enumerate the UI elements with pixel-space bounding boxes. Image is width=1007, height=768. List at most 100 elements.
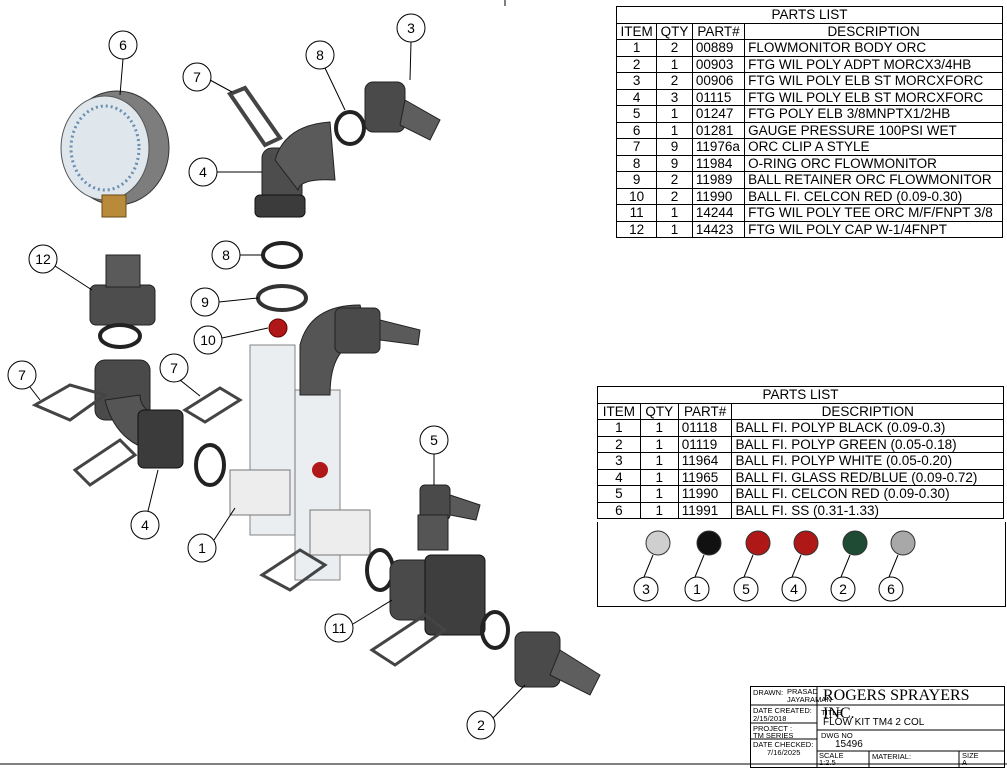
title-block-grid: [751, 687, 1004, 767]
item-cell: 5: [597, 485, 641, 503]
part-number-cell: 00903: [691, 55, 746, 73]
ball-sample-red: [745, 530, 771, 556]
callout-9: 9: [201, 294, 209, 310]
ball-leader-line: [694, 554, 705, 578]
ball-callout-label: 3: [642, 581, 650, 597]
ball-leader-line: [791, 554, 802, 578]
item-cell: 4: [597, 468, 641, 486]
qty-cell: 1: [639, 501, 679, 519]
ball-leader-line: [888, 554, 899, 578]
dwg-number: 15496: [835, 739, 863, 750]
description-cell: FTG WIL POLY TEE ORC M/F/FNPT 3/8: [744, 204, 1003, 222]
ball-callout-circle: [830, 576, 856, 602]
item-cell: 2: [615, 55, 658, 73]
qty-cell: 1: [639, 452, 679, 470]
item-cell: 10: [615, 187, 658, 205]
ball-callout-label: 6: [887, 581, 895, 597]
part-number-cell: 11964: [677, 452, 733, 470]
description-cell: BALL RETAINER ORC FLOWMONITOR: [744, 171, 1003, 189]
ball-sample-red-blue: [793, 530, 819, 556]
item-cell: 9: [615, 171, 658, 189]
date-created-label: DATE CREATED:: [753, 706, 812, 715]
col-qty: QTY: [656, 22, 693, 40]
col-item: ITEM: [597, 402, 641, 420]
item-cell: 11: [615, 204, 658, 222]
description-cell: FTG WIL POLY ELB ST MORCXFORC: [744, 72, 1003, 90]
ball-sample-white: [645, 530, 671, 556]
ball-callout-circle: [633, 576, 659, 602]
parts-list-title: PARTS LIST: [597, 386, 1004, 404]
part-number-cell: 00906: [691, 72, 746, 90]
part-number-cell: 11965: [677, 468, 733, 486]
description-cell: BALL FI. CELCON RED (0.09-0.30): [744, 187, 1003, 205]
part-number-cell: 11976a: [691, 138, 746, 156]
description-cell: FTG WIL POLY CAP W-1/4FNPT: [744, 220, 1003, 238]
qty-cell: 1: [639, 419, 679, 437]
size-label: SIZE: [962, 751, 979, 760]
item-cell: 6: [615, 121, 658, 139]
description-cell: FLOWMONITOR BODY ORC: [744, 39, 1003, 57]
part-number-cell: 01247: [691, 105, 746, 123]
part-number-cell: 14423: [691, 220, 746, 238]
col-item: ITEM: [615, 22, 658, 40]
callout-12: 12: [35, 251, 51, 267]
part-number-cell: 11990: [677, 485, 733, 503]
ball-callout-label: 2: [839, 581, 847, 597]
item-cell: 3: [597, 452, 641, 470]
ball-callout-label: 1: [693, 581, 701, 597]
company-name: ROGERS SPRAYERS INC.: [823, 687, 970, 722]
ball-sample-panel: [597, 522, 1006, 607]
description-cell: O-RING ORC FLOWMONITOR: [744, 154, 1003, 172]
description-cell: BALL FI. POLYP BLACK (0.09-0.3): [731, 419, 1004, 437]
qty-cell: 9: [656, 138, 693, 156]
callout-1: 1: [198, 540, 206, 556]
col-qty: QTY: [639, 402, 679, 420]
qty-cell: 3: [656, 88, 693, 106]
callout-8: 8: [316, 47, 324, 63]
part-number-cell: 01281: [691, 121, 746, 139]
qty-cell: 1: [656, 220, 693, 238]
description-cell: FTG POLY ELB 3/8MNPTX1/2HB: [744, 105, 1003, 123]
qty-cell: 1: [639, 485, 679, 503]
item-cell: 12: [615, 220, 658, 238]
qty-cell: 1: [656, 105, 693, 123]
description-cell: BALL FI. CELCON RED (0.09-0.30): [731, 485, 1004, 503]
scale-label: SCALE: [819, 751, 844, 760]
item-cell: 4: [615, 88, 658, 106]
callout-6: 6: [119, 37, 127, 53]
item-cell: 6: [597, 501, 641, 519]
ball-sample-black: [696, 530, 722, 556]
cap: [89, 254, 156, 326]
item-cell: 8: [615, 154, 658, 172]
drawn-label: DRAWN:: [753, 688, 784, 697]
qty-cell: 1: [639, 435, 679, 453]
callout-2: 2: [477, 717, 485, 733]
description-cell: BALL FI. POLYP GREEN (0.05-0.18): [731, 435, 1004, 453]
drawn-by: PRASAD JAYARAMAN: [787, 687, 832, 704]
ball-callout-circle: [733, 576, 759, 602]
description-cell: BALL FI. POLYP WHITE (0.05-0.20): [731, 452, 1004, 470]
col-part: PART#: [691, 22, 746, 40]
part-number-cell: 11990: [691, 187, 746, 205]
description-cell: BALL FI. GLASS RED/BLUE (0.09-0.72): [731, 468, 1004, 486]
ball-sample-green: [842, 530, 868, 556]
material-label: MATERIAL:: [872, 752, 912, 761]
parts-list-title: PARTS LIST: [616, 6, 1003, 24]
ball-callout-circle: [878, 576, 904, 602]
item-cell: 1: [597, 419, 641, 437]
callout-7b: 7: [18, 367, 26, 383]
part-number-cell: 11991: [677, 501, 733, 519]
qty-cell: 1: [656, 55, 693, 73]
